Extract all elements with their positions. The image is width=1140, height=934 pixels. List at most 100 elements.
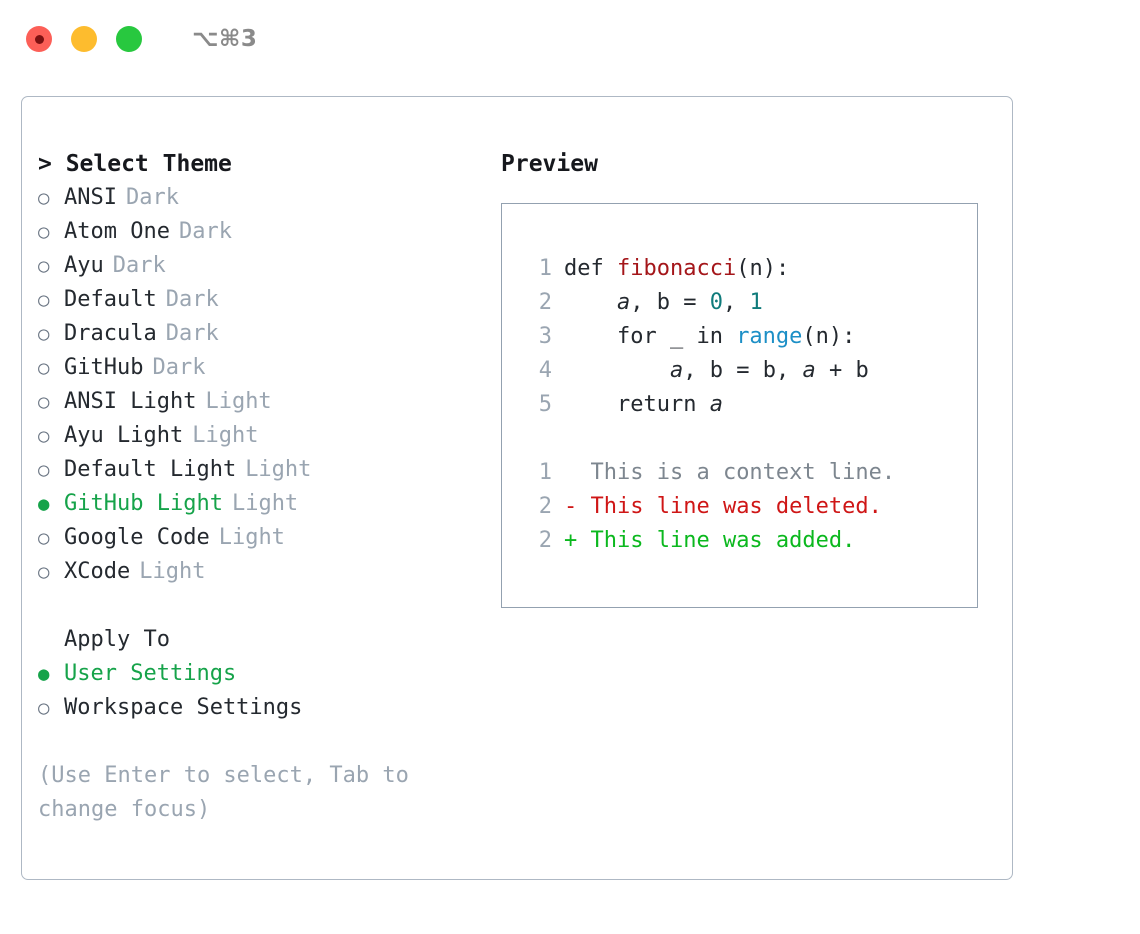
radio-unselected-icon[interactable]: ○ — [38, 289, 50, 311]
traffic-lights — [26, 26, 142, 52]
code-token: , — [722, 290, 750, 315]
code-diff-spacer — [522, 422, 977, 456]
apply-to-option-label: Workspace Settings — [64, 695, 303, 720]
radio-unselected-icon[interactable]: ○ — [38, 221, 50, 243]
theme-kind-label: Light — [205, 389, 272, 414]
radio-unselected-icon[interactable]: ○ — [38, 187, 50, 209]
theme-kind-label: Dark — [112, 253, 166, 278]
apply-to-options[interactable]: ● User Settings ○ Workspace Settings — [38, 657, 478, 725]
radio-selected-icon[interactable]: ● — [38, 663, 50, 685]
code-token: for _ in — [564, 324, 737, 349]
radio-unselected-icon[interactable]: ○ — [38, 323, 50, 345]
theme-name-label: ANSI Light — [64, 389, 197, 414]
theme-kind-label: Light — [192, 423, 259, 448]
code-line-number: 5 — [538, 392, 552, 417]
theme-list-item[interactable]: ○ ANSI Dark — [38, 181, 478, 215]
theme-list-item[interactable]: ○ Ayu Dark — [38, 249, 478, 283]
diff-line-number: 2 — [538, 528, 552, 553]
code-token: , — [683, 358, 710, 383]
keyboard-shortcut-label: ⌥⌘3 — [192, 26, 258, 52]
theme-kind-label: Light — [218, 525, 285, 550]
radio-unselected-icon[interactable]: ○ — [38, 357, 50, 379]
code-line: 3 for _ in range(n): — [522, 320, 977, 354]
theme-list-item[interactable]: ○ ANSI Light Light — [38, 385, 478, 419]
code-token: (n): — [802, 324, 856, 349]
code-token: a — [669, 358, 684, 383]
minimize-window-icon[interactable] — [71, 26, 97, 52]
theme-kind-label: Dark — [165, 287, 219, 312]
code-token — [564, 358, 670, 383]
keyboard-hint-text: (Use Enter to select, Tab to change focu… — [38, 763, 409, 822]
code-token — [564, 290, 617, 315]
close-window-icon[interactable] — [26, 26, 52, 52]
radio-unselected-icon[interactable]: ○ — [38, 561, 50, 583]
diff-marker: + — [564, 528, 578, 553]
apply-to-option-label: User Settings — [64, 661, 237, 686]
theme-kind-label: Dark — [178, 219, 232, 244]
code-line-number: 3 — [538, 324, 552, 349]
theme-kind-label: Dark — [125, 185, 179, 210]
theme-list-item[interactable]: ○ Atom One Dark — [38, 215, 478, 249]
theme-name-label: Ayu — [64, 253, 104, 278]
theme-name-label: Ayu Light — [64, 423, 184, 448]
diff-marker: - — [564, 494, 578, 519]
code-token: a — [802, 358, 816, 383]
theme-name-label: Atom One — [64, 219, 170, 244]
radio-unselected-icon[interactable]: ○ — [38, 425, 50, 447]
code-token: + — [815, 358, 856, 383]
code-line-number: 1 — [538, 256, 552, 281]
code-line-text: a, b = b, a + b — [564, 354, 869, 388]
theme-name-label: Dracula — [64, 321, 157, 346]
radio-unselected-icon[interactable]: ○ — [38, 255, 50, 277]
radio-unselected-icon[interactable]: ○ — [38, 459, 50, 481]
code-token: 1 — [749, 290, 763, 315]
code-line-number: 2 — [538, 290, 552, 315]
apply-to-section: Apply To ● User Settings ○ Workspace Settin… — [38, 623, 478, 725]
code-token: (n): — [736, 256, 790, 281]
apply-to-option[interactable]: ● User Settings — [38, 657, 478, 691]
code-token: range — [736, 324, 803, 349]
apply-to-option[interactable]: ○ Workspace Settings — [38, 691, 478, 725]
theme-name-label: Google Code — [64, 525, 210, 550]
code-token: = — [722, 358, 763, 383]
code-token: b — [709, 358, 723, 383]
code-token: , — [630, 290, 657, 315]
theme-name-label: ANSI — [64, 185, 117, 210]
maximize-window-icon[interactable] — [116, 26, 142, 52]
code-token: def — [564, 256, 617, 281]
preview-heading: Preview — [501, 151, 598, 177]
code-line-text: for _ in range(n): — [564, 320, 855, 354]
diff-line-number: 1 — [538, 460, 552, 485]
apply-to-heading: Apply To — [64, 627, 170, 652]
diff-line-number: 2 — [538, 494, 552, 519]
code-line: 5 return a — [522, 388, 977, 422]
theme-kind-label: Light — [231, 491, 299, 516]
radio-selected-icon[interactable]: ● — [38, 493, 50, 515]
radio-unselected-icon[interactable]: ○ — [38, 527, 50, 549]
code-token: , — [775, 358, 803, 383]
code-token: = — [669, 290, 710, 315]
code-token: b — [762, 358, 776, 383]
diff-line: 2 + This line was added. — [522, 524, 977, 558]
theme-list-item[interactable]: ○ Ayu Light Light — [38, 419, 478, 453]
code-token: a — [709, 392, 723, 417]
diff-line-text: This line was added. — [577, 528, 856, 553]
radio-unselected-icon[interactable]: ○ — [38, 391, 50, 413]
diff-line: 2- This line was deleted. — [522, 490, 977, 524]
code-token: b — [855, 358, 869, 383]
radio-unselected-icon[interactable]: ○ — [38, 697, 50, 719]
select-theme-heading: > Select Theme — [38, 151, 232, 177]
theme-list-item[interactable]: ○ Google Code Light — [38, 521, 478, 555]
